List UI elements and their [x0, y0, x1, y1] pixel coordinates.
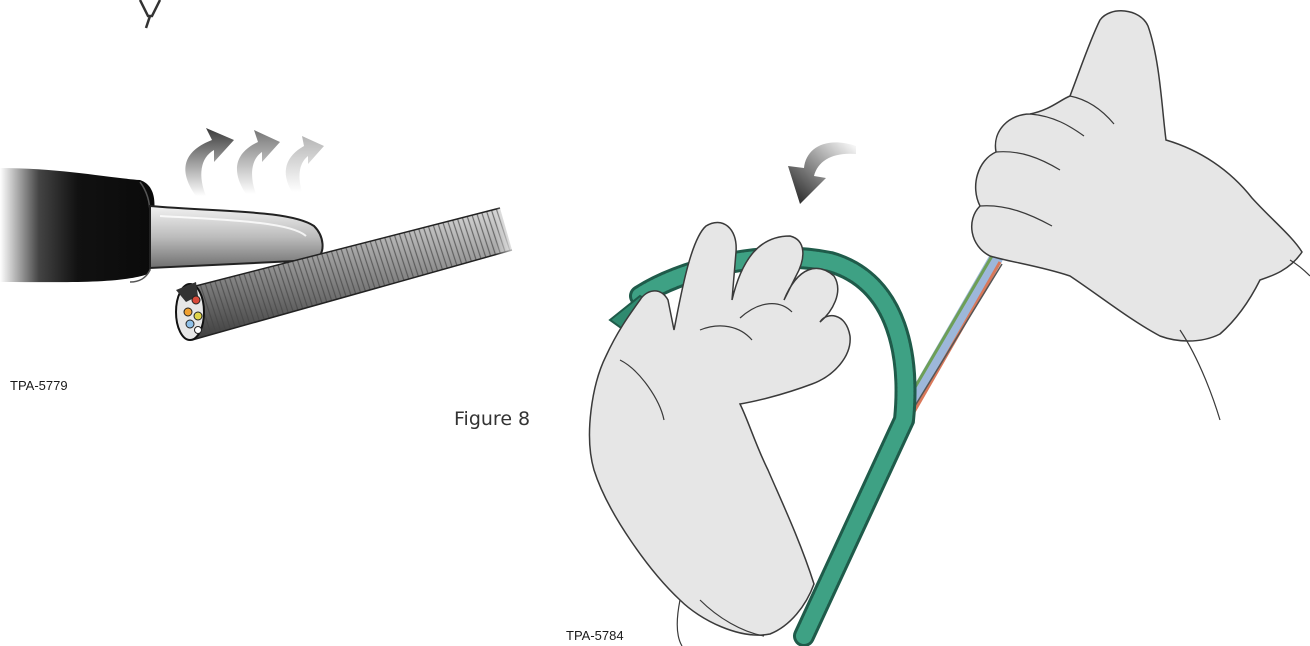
curved-arrow-icon [237, 130, 280, 194]
figure-code-right: TPA-5784 [566, 628, 624, 643]
left-illustration [0, 128, 520, 340]
gloved-hand-icon [972, 11, 1310, 420]
curved-arrow-icon [286, 136, 324, 192]
exposed-conductors [904, 256, 1002, 414]
gloved-hand-icon [590, 222, 851, 646]
curved-arrow-icon [185, 128, 234, 196]
knife-icon [0, 168, 323, 282]
figure-code-left: TPA-5779 [10, 378, 68, 393]
heading-fragment [140, 0, 160, 28]
right-illustration [590, 11, 1310, 646]
curved-arrow-icon [788, 142, 856, 204]
figure-label: Figure 8 [454, 408, 530, 430]
